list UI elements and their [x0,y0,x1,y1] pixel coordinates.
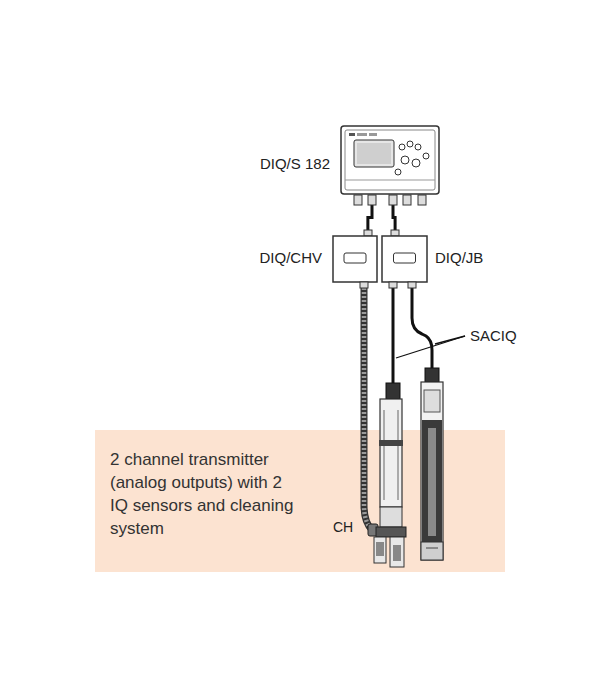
device-label: DIQ/JB [435,249,483,266]
device-label: DIQ/S 182 [260,155,330,172]
part-label: CH [333,519,353,535]
sensor-cable [392,288,395,385]
system-band: 2 channel transmitter (analog outputs) w… [95,430,505,572]
controller-unit: DIQ/S 182 [340,125,440,205]
iq-sensor [421,368,443,560]
leader-line [435,336,465,344]
cable-connector [368,205,372,230]
sensor-cable [412,288,432,370]
device-label: DIQ/CHV [259,249,322,266]
leader-line [396,336,465,358]
description-text: 2 channel transmitter (analog outputs) w… [110,448,295,540]
cleaning-valve-box-drawing [332,230,378,288]
cable-connector [393,205,395,230]
controller-unit-drawing [340,125,440,205]
cleaning-valve-box: DIQ/CHV [332,230,378,288]
junction-box: DIQ/JB [381,230,428,288]
cable-label: SACIQ [470,327,517,344]
junction-box-drawing [381,230,428,288]
